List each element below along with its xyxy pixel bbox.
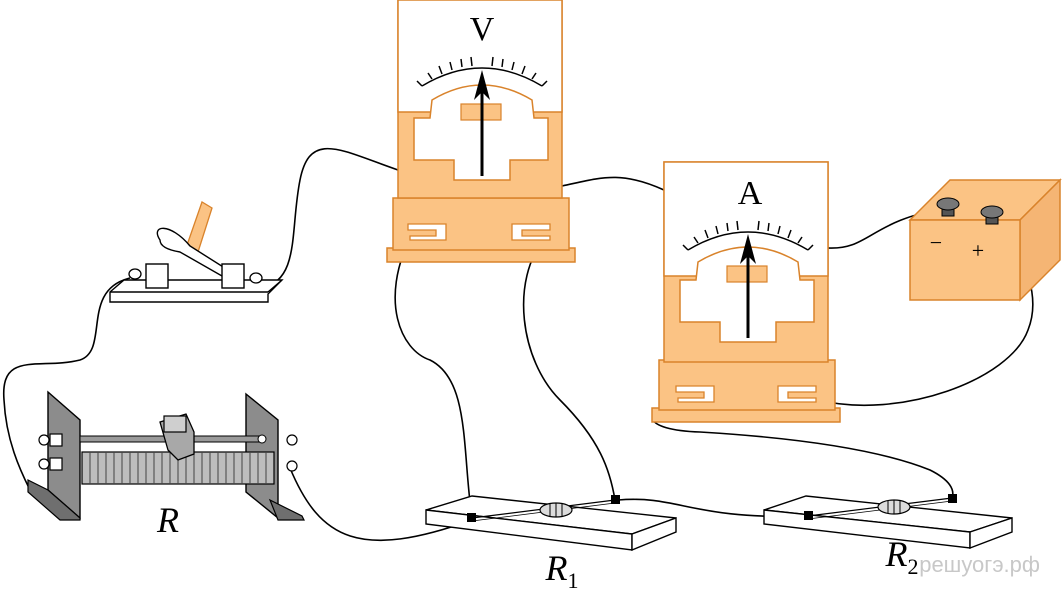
wire-voltmeter-r1-left (394, 237, 473, 519)
ammeter-scale (682, 220, 814, 251)
ammeter: A (651, 161, 841, 423)
battery-plus-sign: + (972, 238, 984, 263)
resistor-r1: R1 (425, 495, 677, 592)
wire-voltmeter-ammeter (561, 176, 665, 191)
battery-terminal-minus (936, 197, 960, 217)
rheostat: R (27, 390, 305, 540)
voltmeter-scale (416, 56, 548, 87)
wire-rheostat-r1 (289, 467, 473, 541)
watermark: решуогэ.рф (919, 552, 1040, 577)
battery-minus-sign: − (930, 230, 942, 255)
resistor-r1-label: R1 (545, 548, 579, 592)
battery-terminal-plus (980, 205, 1004, 225)
resistor-r2: R2 (763, 494, 1013, 579)
voltmeter-symbol: V (470, 11, 495, 48)
rheostat-label: R (156, 500, 179, 540)
rheostat-terminals (38, 433, 298, 472)
wire-switch-rheostat (3, 277, 131, 491)
knife-switch (109, 201, 284, 303)
ammeter-symbol: A (738, 175, 763, 212)
voltmeter: V (386, 0, 576, 263)
wire-switch-voltmeter (261, 147, 399, 289)
battery: − + (908, 178, 1062, 302)
resistor-r2-label: R2 (885, 534, 919, 579)
wire-voltmeter-r1-right (522, 237, 616, 501)
